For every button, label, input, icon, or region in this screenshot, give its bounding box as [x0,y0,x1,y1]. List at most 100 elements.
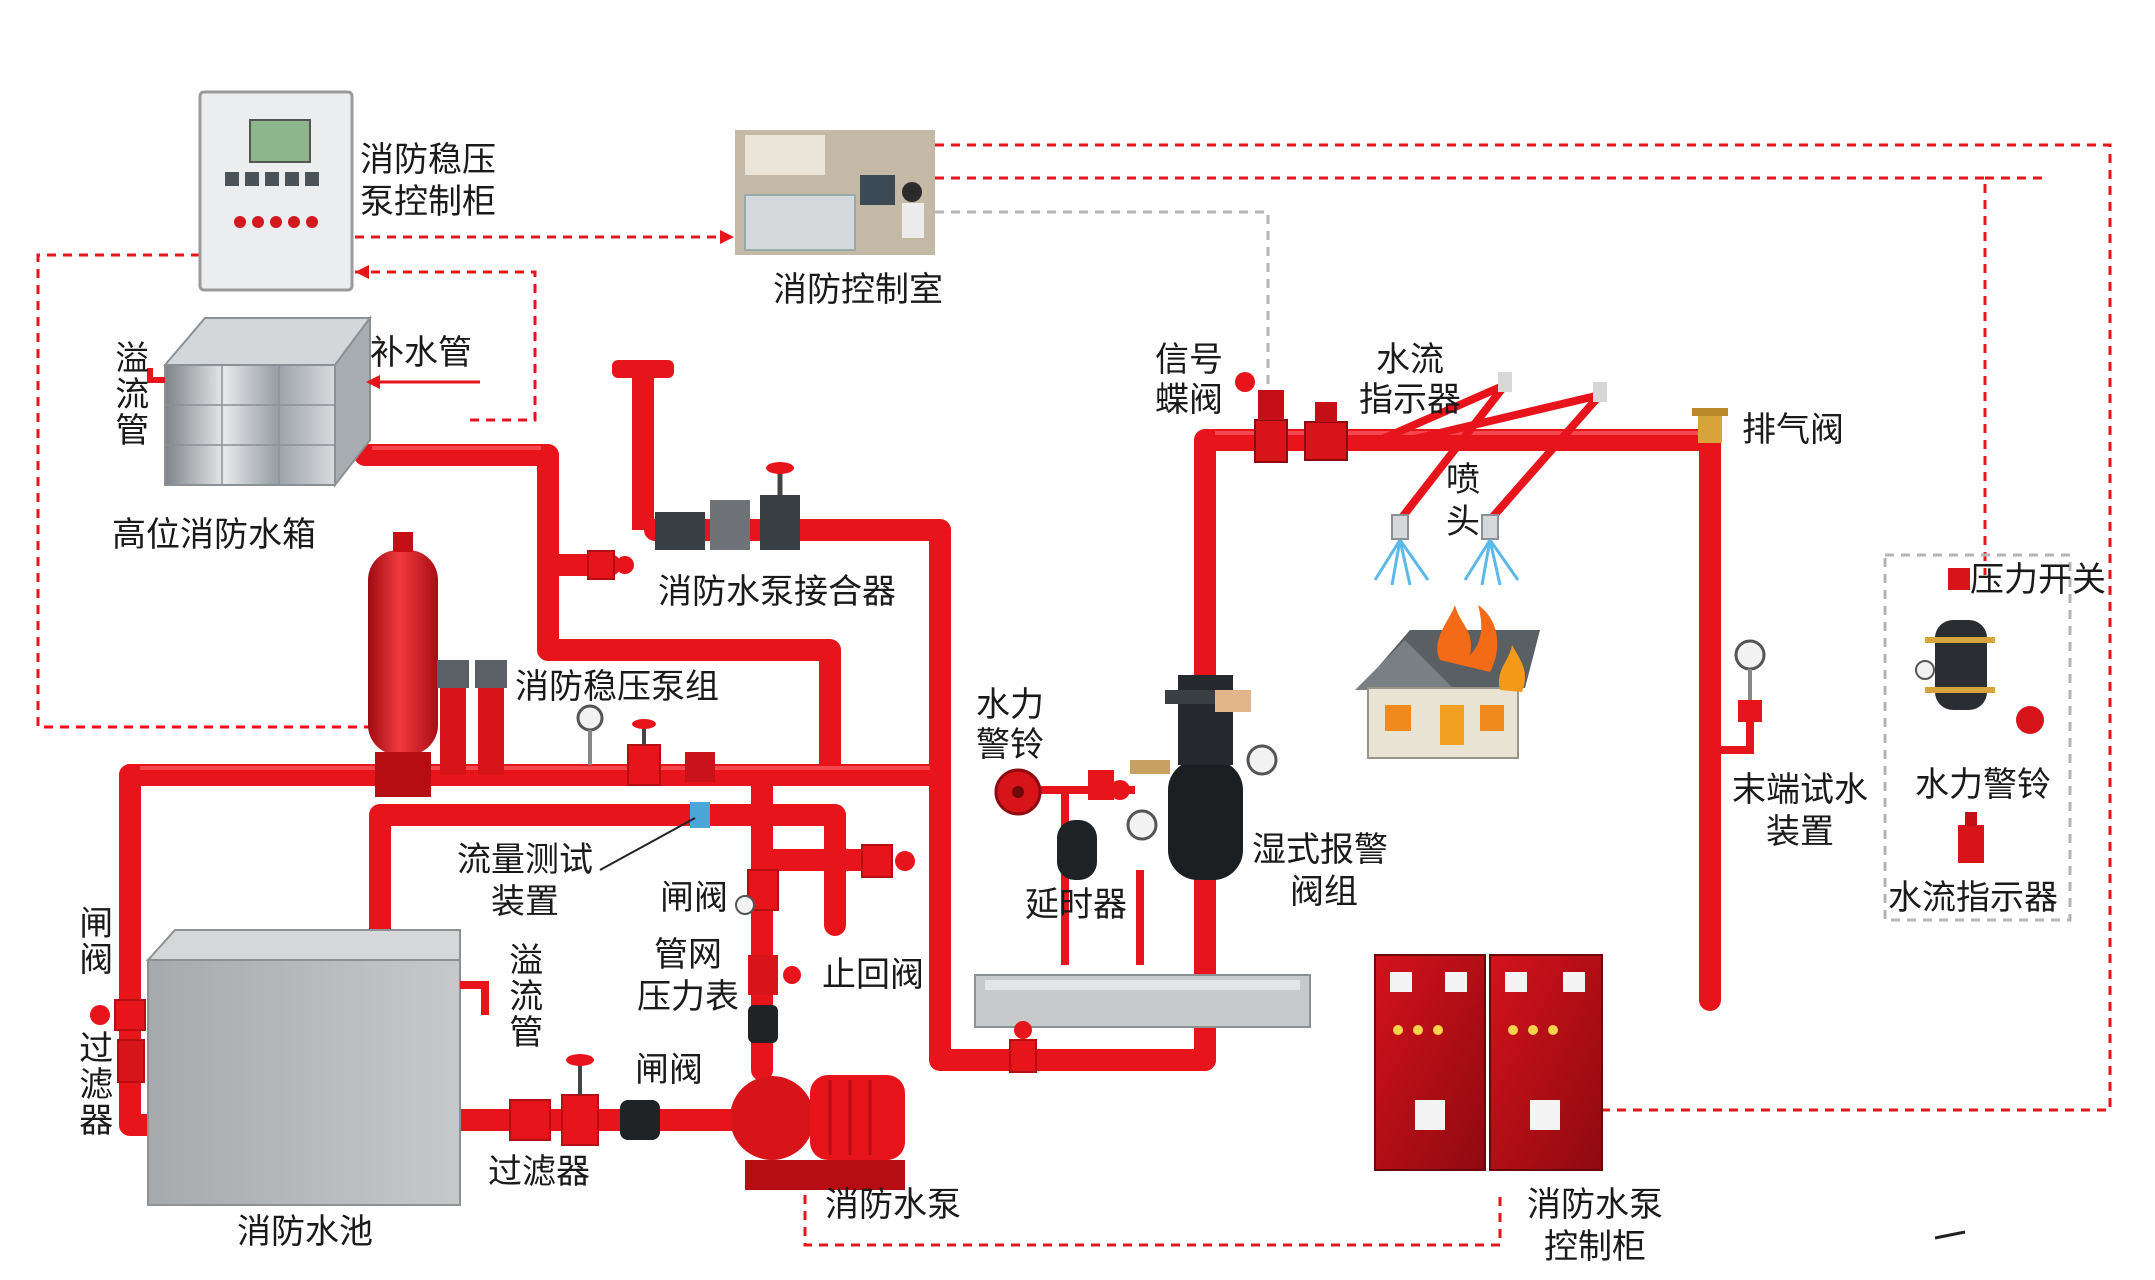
label-water-bell-top-l2: 警铃 [976,725,1044,765]
vessel-cap [393,532,413,552]
cabinet-buttons [225,172,319,186]
pump-gate-valve [747,869,779,911]
house-door [1440,705,1464,745]
fire-pump [730,869,905,1190]
fire-flame-icon [1437,605,1498,672]
test-gate-valve [861,844,893,878]
pump-cabinet-meters [1390,972,1585,992]
pressure-vessel [368,550,438,755]
control-room-monitor [860,175,895,205]
network-gauge-icon [735,895,755,915]
adapter-gate-valve [760,495,800,550]
cabinet-meter [1505,972,1527,992]
control-room-desk [744,194,856,251]
house-roof-front [1355,640,1455,690]
pipe-tank-outlet [354,444,841,786]
suction-handwheel-icon [566,1054,594,1066]
pipe-sprinkler-branch-1 [1378,381,1507,444]
high-fire-water-tank [147,314,480,488]
label-fire-pump: 消防水泵 [825,1185,961,1225]
stabilizer-motor-2 [475,660,507,688]
tank-panel-lines [165,365,335,485]
cabinet-screen [249,119,311,163]
cabinet-lamps [234,216,318,228]
label-overflow-pipe-pool: 溢流管 [502,942,543,1050]
pump-volute [730,1076,814,1160]
label-network-gauge-l1: 管网 [654,935,722,975]
control-room-window [745,135,825,175]
label-stabilizer-cabinet-l2: 泵控制柜 [360,182,496,222]
control-room-person-body [902,203,924,238]
left-handwheel-icon [90,1005,110,1025]
pressure-switch-group [1915,568,2044,863]
label-end-test-l2: 装置 [1766,812,1834,852]
water-spray-icon [1463,539,1520,586]
cabinet-lamp [288,216,300,228]
label-end-test-l1: 末端试水 [1732,770,1868,810]
bell-center [1012,786,1024,798]
adapter-branch-valve [587,550,615,580]
arrow-right-icon [720,230,734,244]
trough-inner [985,980,1300,990]
pump-cabinet-lamps [1393,1025,1558,1035]
alarm-valve-top [1178,675,1233,765]
label-exhaust-valve: 排气阀 [1742,410,1844,450]
sprinklers [1373,372,1607,586]
flow-test-meter [690,802,710,828]
label-wet-alarm-l1: 湿式报警 [1252,830,1388,870]
control-room-person-icon [902,182,922,202]
house-window [1385,705,1411,731]
label-overflow-pipe-top: 溢流管 [108,340,149,448]
label-stabilizer-cabinet-l1: 消防稳压 [360,140,496,180]
exhaust-valve [1692,408,1728,443]
adapter-check-valve [710,500,750,550]
label-filter-bottom: 过滤器 [488,1152,590,1192]
cabinet-meter [1563,972,1585,992]
alarm-gauge-lower-icon [1126,809,1158,841]
adapter-handwheel-icon [766,462,794,474]
label-flow-test-l1: 流量测试 [457,840,593,880]
label-sprinkler-l1: 喷 [1446,460,1480,500]
house-window [1480,705,1504,731]
stabilizer-gate-valve [627,744,661,786]
left-filter [117,1039,145,1083]
pipe-sprinkler-drop-1 [1396,382,1509,523]
control-room-photo [735,130,935,255]
cabinet-lamp [270,216,282,228]
mini-trim-pipes [1925,637,1995,693]
flow-indicator-body [1304,421,1348,461]
end-test-device [1734,639,1766,722]
stabilizer-handwheel-icon [632,719,656,729]
delay-body [1057,820,1097,880]
label-check-valve: 止回阀 [822,955,924,995]
alarm-trim-pipe [1130,760,1170,774]
label-filter-left: 过滤器 [72,1030,113,1138]
burning-house-icon [1355,605,1540,759]
stabilizer-gauge-icon [576,704,604,732]
sprinkler-right [1463,514,1520,586]
alarm-signal-box [1215,690,1251,712]
label-control-room: 消防控制室 [773,270,943,310]
end-test-valve [1738,700,1762,722]
alarm-gauge-upper-icon [1246,744,1278,776]
label-flow-test-l2: 装置 [491,882,559,922]
label-gate-valve-mid: 闸阀 [660,878,728,918]
stray-mark [1934,1230,1966,1240]
label-pump-cabinet-l1: 消防水泵 [1527,1185,1663,1225]
delay-valve [1088,770,1114,800]
water-spray-icon [1373,539,1430,586]
label-water-bell-right: 水力警铃 [1915,765,2051,805]
signal-line-cabinet-pumpgroup [36,253,385,729]
cabinet-lamp [234,216,246,228]
fire-flame-icon [1498,645,1525,692]
mini-flow-cap [1965,812,1977,826]
signal-line-control-signalvalve [935,210,1270,395]
sprinkler-head-icon [1481,514,1499,540]
pool-top [145,929,461,961]
sprinkler-head-upper-2 [1593,382,1607,402]
signal-line-pump-cabinet [803,1195,1502,1247]
test-branch-valves [599,802,915,878]
cabinet-button [265,172,279,186]
cabinet-switch [1415,1100,1445,1130]
